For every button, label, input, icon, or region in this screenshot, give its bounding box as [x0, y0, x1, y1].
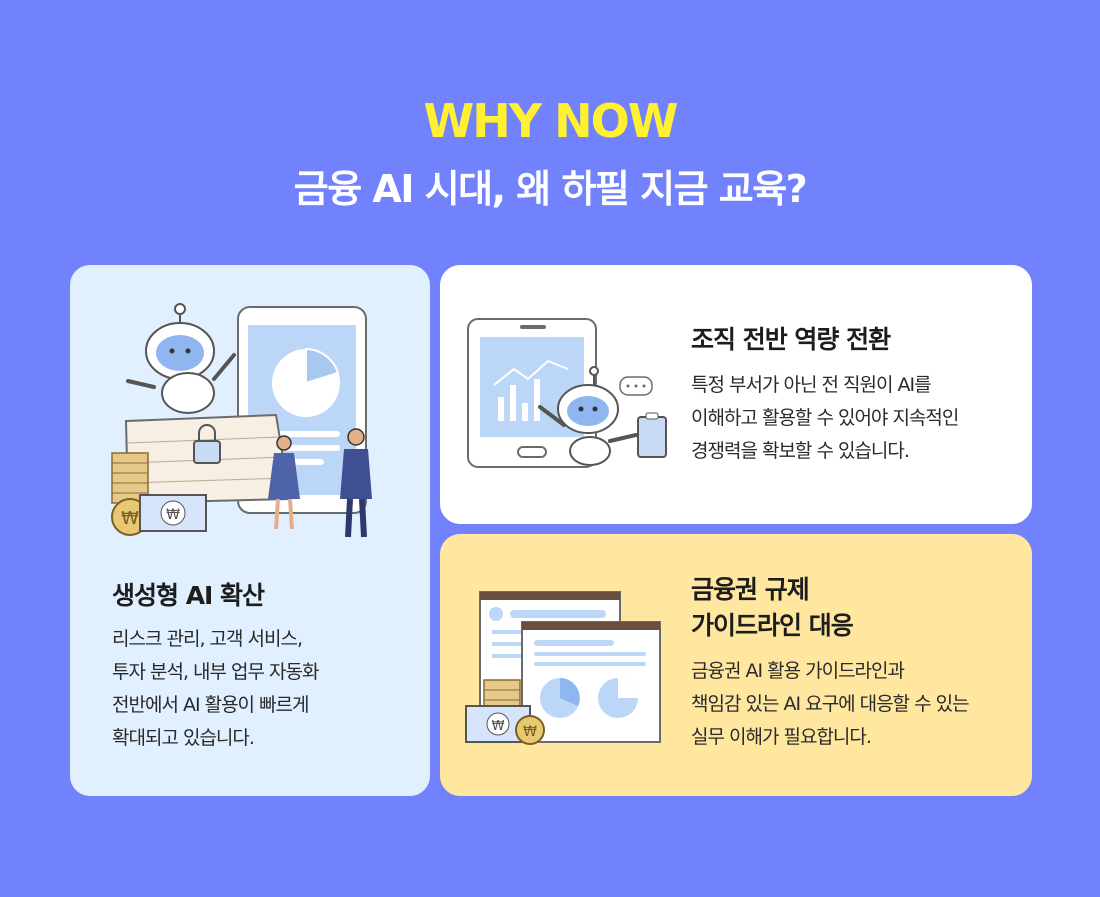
card-description: 금융권 AI 활용 가이드라인과 책임감 있는 AI 요구에 대응할 수 있는 … — [691, 660, 970, 748]
robot-tablet-illustration-icon: ₩ ₩ — [111, 303, 372, 538]
card-org-capability: 조직 전반 역량 전환 특정 부서가 아닌 전 직원이 AI를 이해하고 활용할… — [440, 265, 1032, 524]
card-description: 리스크 관리, 고객 서비스, 투자 분석, 내부 업무 자동화 전반에서 AI… — [112, 628, 319, 749]
svg-text:₩: ₩ — [492, 719, 505, 734]
card-title: 생성형 AI 확산 — [112, 581, 265, 610]
eyebrow: WHY NOW — [423, 94, 679, 148]
card-regulation-guideline: ₩ ₩ 금융권 규제 가이드라인 대응 금융권 AI 활용 가이드라인과 책임감… — [440, 534, 1032, 796]
card-description: 특정 부서가 아닌 전 직원이 AI를 이해하고 활용할 수 있어야 지속적인 … — [691, 374, 959, 462]
page-title: 금융 AI 시대, 왜 하필 지금 교육? — [293, 167, 808, 211]
svg-text:₩: ₩ — [523, 724, 537, 740]
svg-text:₩: ₩ — [121, 508, 139, 529]
browser-charts-illustration-icon: ₩ ₩ — [465, 591, 661, 745]
card-title: 금융권 규제 가이드라인 대응 — [691, 575, 854, 640]
card-generative-ai: ₩ ₩ 생성형 AI 확산 리스크 관리, 고객 서비스, 투자 분석, 내부 … — [70, 265, 430, 796]
tablet-robot-illustration-icon — [467, 318, 667, 468]
card-title: 조직 전반 역량 전환 — [691, 325, 891, 354]
svg-text:₩: ₩ — [166, 507, 180, 523]
